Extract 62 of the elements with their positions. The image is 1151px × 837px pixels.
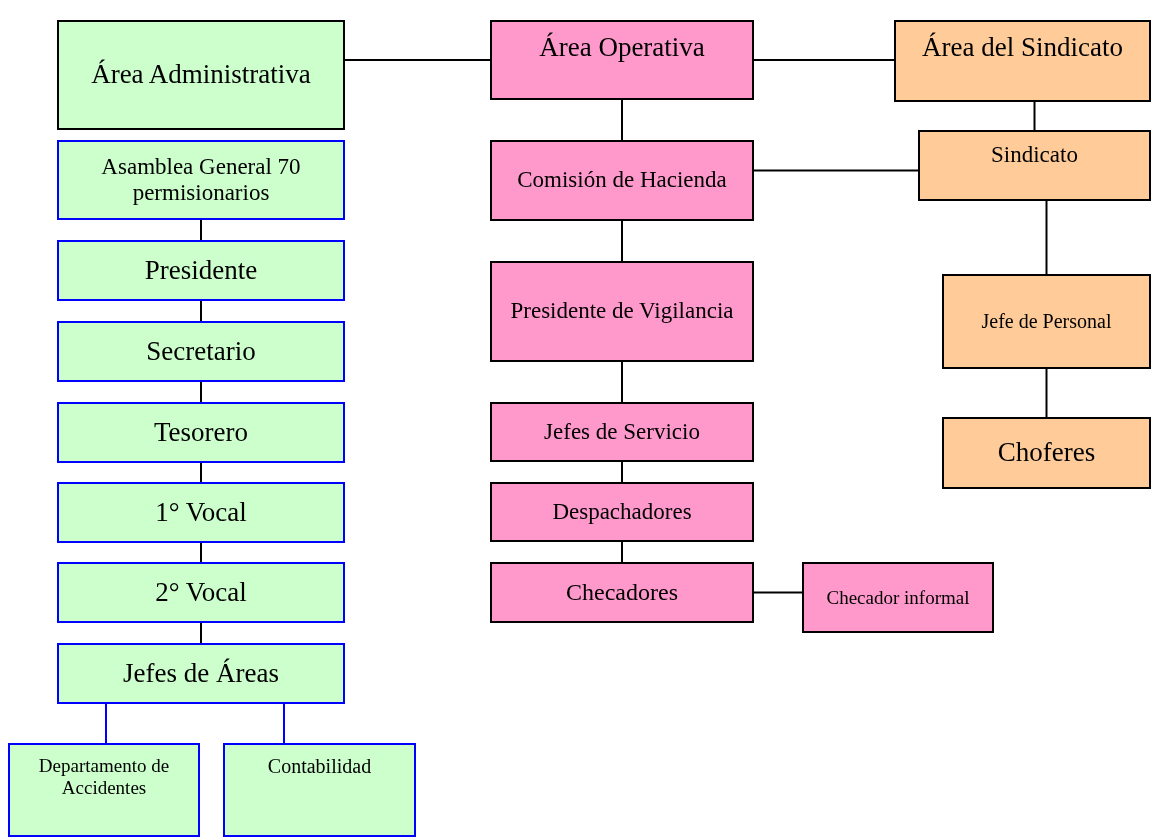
box-label: 1° Vocal xyxy=(154,496,248,528)
org-box xyxy=(223,743,416,837)
connector-line xyxy=(283,703,285,744)
org-box xyxy=(57,402,345,463)
box-label: Área Operativa xyxy=(538,32,706,64)
org-box xyxy=(57,321,345,382)
box-label: Presidente xyxy=(143,254,259,286)
connector-line xyxy=(200,219,202,241)
org-box xyxy=(490,140,754,221)
org-box xyxy=(490,20,754,100)
connector-line xyxy=(200,381,202,403)
org-box xyxy=(57,562,345,623)
box-label: Despachadores xyxy=(551,498,693,526)
box-label: Choferes xyxy=(996,437,1097,469)
connector-line xyxy=(753,169,919,172)
org-box xyxy=(894,20,1151,102)
box-label: Jefe de Personal xyxy=(980,310,1113,333)
connector-line xyxy=(621,461,623,483)
connector-line xyxy=(1045,200,1048,275)
org-box xyxy=(57,240,345,301)
org-box xyxy=(490,482,754,542)
box-label: Jefes de Áreas xyxy=(122,657,280,689)
box-label: Checadores xyxy=(565,578,679,607)
connector-line xyxy=(753,59,895,61)
connector-line xyxy=(1033,101,1036,131)
connector-line xyxy=(200,542,202,563)
org-box xyxy=(57,20,345,130)
box-label: Área Administrativa xyxy=(90,59,312,91)
connector-line xyxy=(200,462,202,483)
connector-line xyxy=(621,99,623,141)
connector-line xyxy=(753,591,803,594)
box-label: Área del Sindicato xyxy=(921,32,1124,64)
org-box xyxy=(8,743,200,837)
box-label: Asamblea General 70 permisionarios xyxy=(100,153,302,207)
box-label: 2° Vocal xyxy=(154,576,248,608)
org-box xyxy=(57,643,345,704)
connector-line xyxy=(621,541,623,563)
box-label: Tesorero xyxy=(152,416,250,448)
connector-line xyxy=(621,220,623,262)
box-label: Secretario xyxy=(145,335,257,367)
connector-line xyxy=(1045,368,1048,418)
box-label: Comisión de Hacienda xyxy=(516,167,728,194)
box-label: Sindicato xyxy=(990,142,1079,169)
box-label: Contabilidad xyxy=(266,755,373,778)
org-box xyxy=(918,130,1151,201)
org-box xyxy=(802,562,994,633)
box-label: Departamento de Accidentes xyxy=(37,755,171,799)
box-label: Jefes de Servicio xyxy=(543,418,701,446)
connector-line xyxy=(344,59,491,61)
org-box xyxy=(490,402,754,462)
org-box xyxy=(942,417,1151,489)
org-box xyxy=(57,482,345,543)
connector-line xyxy=(200,300,202,322)
org-box xyxy=(57,140,345,220)
org-box xyxy=(490,261,754,362)
connector-line xyxy=(200,622,202,644)
org-box xyxy=(942,274,1151,369)
box-label: Checador informal xyxy=(825,586,971,609)
box-label: Presidente de Vigilancia xyxy=(509,298,735,325)
connector-line xyxy=(621,361,623,403)
connector-line xyxy=(105,703,107,744)
org-box xyxy=(490,562,754,623)
